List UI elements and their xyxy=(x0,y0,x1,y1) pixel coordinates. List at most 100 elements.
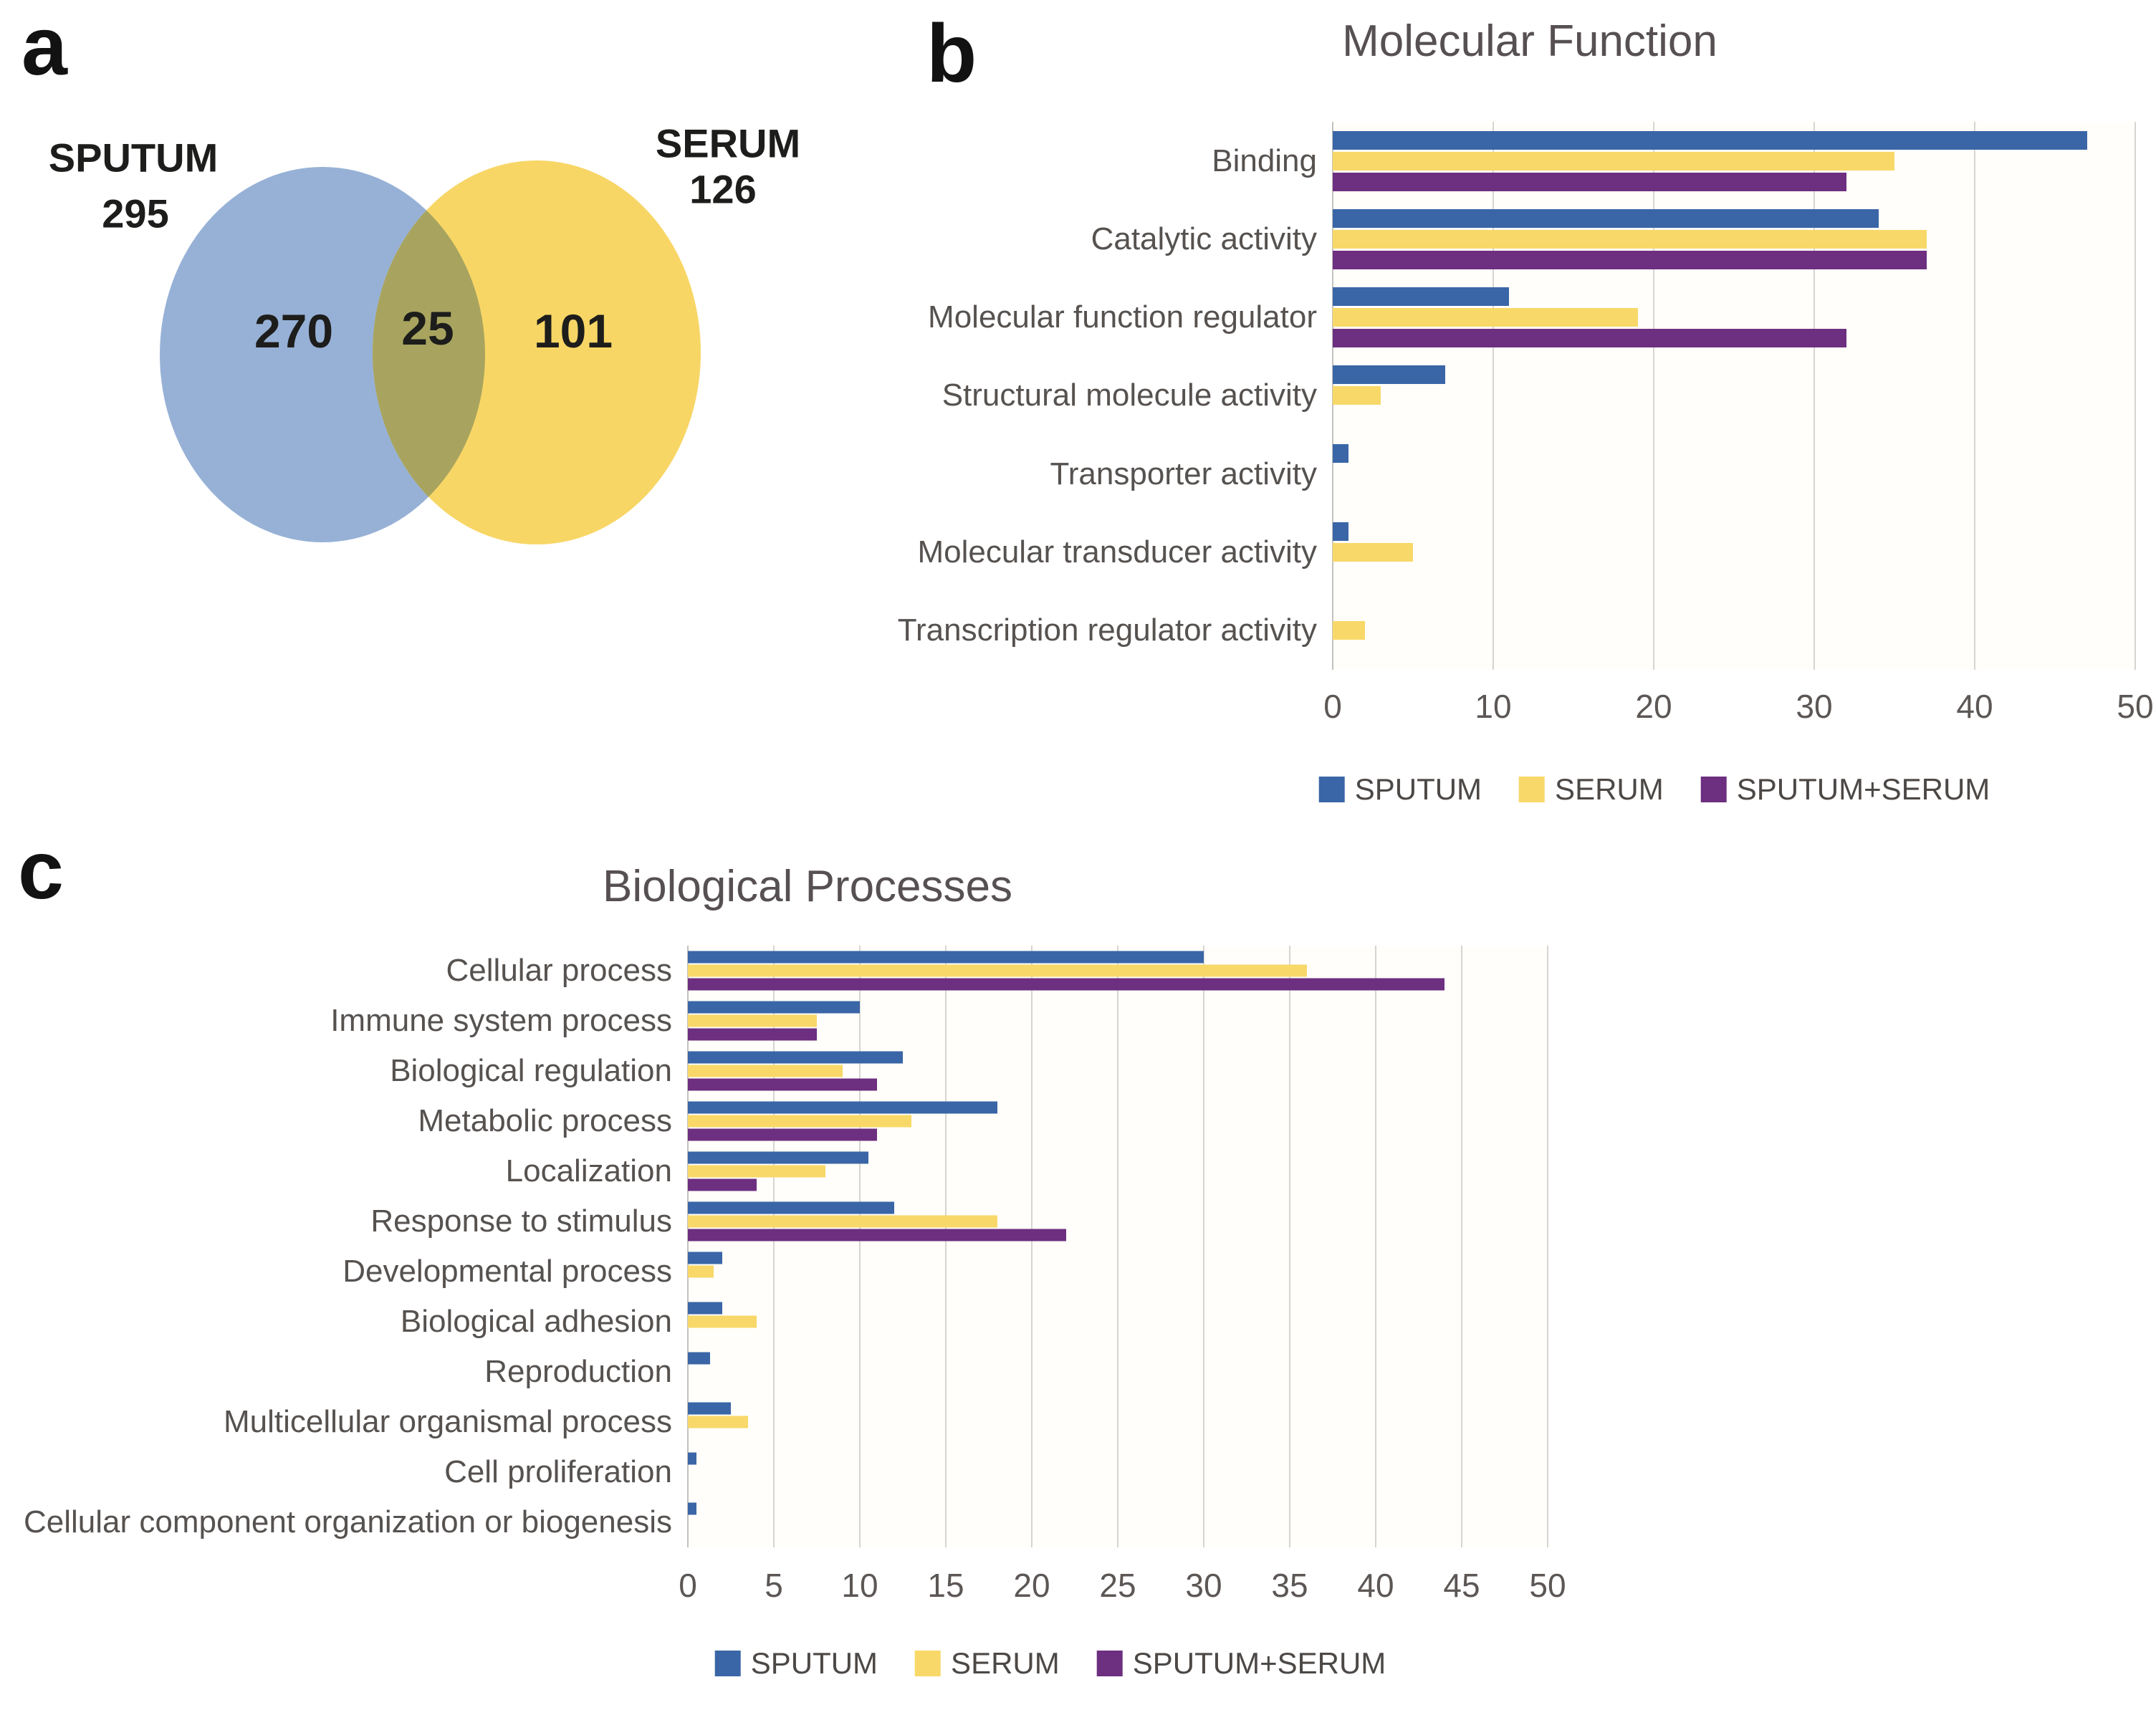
venn-right-set-label: SERUM xyxy=(655,120,801,166)
bar-group xyxy=(688,1101,1548,1141)
x-axis-tick-label: 50 xyxy=(1529,1567,1566,1604)
category-label: Molecular function regulator xyxy=(928,299,1317,335)
bar xyxy=(1333,365,1445,385)
category-label: Catalytic activity xyxy=(1091,221,1317,256)
venn-ellipses-graphic xyxy=(160,160,701,544)
legend-label: SPUTUM+SERUM xyxy=(1132,1646,1386,1680)
x-axis-tick-label: 10 xyxy=(841,1567,878,1604)
chart-row: Biological adhesion xyxy=(401,1297,1548,1347)
category-label: Biological adhesion xyxy=(400,1304,672,1339)
x-axis-tick-label: 40 xyxy=(1956,688,1993,725)
bar-group xyxy=(688,1302,1548,1342)
bar xyxy=(1333,386,1381,405)
bar xyxy=(1333,443,1349,463)
bar-group xyxy=(688,1402,1548,1442)
bar xyxy=(688,1252,722,1264)
bar xyxy=(688,1014,817,1027)
category-label: Biological regulation xyxy=(390,1053,672,1088)
x-axis-tick-label: 15 xyxy=(927,1567,964,1604)
bar xyxy=(1333,151,1894,170)
bar xyxy=(688,1502,696,1515)
bar xyxy=(688,1078,877,1091)
bar xyxy=(688,1201,894,1214)
bar xyxy=(688,1101,997,1114)
bar xyxy=(1333,130,2087,150)
category-label: Reproduction xyxy=(484,1354,672,1389)
gridline xyxy=(945,946,947,1547)
x-axis-tick-label: 35 xyxy=(1271,1567,1308,1604)
bar-group xyxy=(688,1452,1548,1492)
bar xyxy=(1333,287,1510,307)
legend-swatch xyxy=(1700,777,1727,802)
chart-title: Biological Processes xyxy=(602,862,1013,911)
gridline xyxy=(2135,122,2136,670)
legend-item: SPUTUM+SERUM xyxy=(1096,1646,1386,1681)
chart-row: Molecular transducer activity xyxy=(917,513,2135,591)
gridline xyxy=(1814,122,1815,670)
x-axis-tick-label: 30 xyxy=(1796,688,1833,725)
legend-label: SPUTUM xyxy=(1354,772,1482,806)
bar xyxy=(688,964,1307,977)
chart-row: Structural molecule activity xyxy=(942,357,2135,435)
gridline xyxy=(773,946,775,1547)
bar xyxy=(688,1229,1066,1241)
venn-left-only-count: 270 xyxy=(254,304,334,357)
chart-row: Biological regulation xyxy=(390,1046,1548,1096)
category-label: Response to stimulus xyxy=(370,1204,672,1239)
gridline xyxy=(1547,946,1548,1547)
x-axis-tick-label: 30 xyxy=(1185,1567,1222,1604)
x-axis-tick-label: 0 xyxy=(679,1567,697,1604)
gridline xyxy=(859,946,861,1547)
bar xyxy=(688,1452,696,1465)
chart-row: Catalytic activity xyxy=(1091,200,2135,278)
chart-row: Cell proliferation xyxy=(444,1447,1548,1497)
panel-label-c: c xyxy=(18,825,64,916)
category-label: Structural molecule activity xyxy=(942,378,1317,413)
bar xyxy=(1333,621,1365,640)
bar xyxy=(688,1028,817,1041)
category-label: Cell proliferation xyxy=(444,1454,672,1489)
gridline xyxy=(1203,946,1204,1547)
category-label: Molecular transducer activity xyxy=(917,534,1317,570)
category-label: Transporter activity xyxy=(1050,456,1317,491)
chart-row: Cellular process xyxy=(446,946,1548,996)
x-axis-tick-label: 45 xyxy=(1443,1567,1480,1604)
bar-group xyxy=(688,1001,1548,1041)
bar xyxy=(688,1051,903,1064)
legend-swatch xyxy=(714,1651,741,1676)
gridline xyxy=(1375,946,1376,1547)
category-label: Cellular component organization or bioge… xyxy=(24,1504,672,1540)
bar-group xyxy=(688,1252,1548,1292)
bar xyxy=(1333,172,1846,191)
bar xyxy=(1333,250,1927,269)
x-axis-tick-label: 50 xyxy=(2117,688,2154,725)
legend-label: SPUTUM xyxy=(750,1646,878,1680)
chart-row: Transporter activity xyxy=(1050,435,2135,513)
bar xyxy=(688,1265,714,1278)
category-label: Immune system process xyxy=(330,1003,672,1038)
venn-intersection-count: 25 xyxy=(401,302,454,355)
bar-group xyxy=(688,1352,1548,1392)
category-label: Transcription regulator activity xyxy=(897,613,1317,648)
legend-swatch xyxy=(1519,777,1546,802)
bar xyxy=(688,978,1444,991)
bar-group xyxy=(1333,130,2135,191)
panel-label-a: a xyxy=(21,1,67,92)
bar xyxy=(1333,329,1846,348)
chart-title: Molecular Function xyxy=(1342,16,1717,66)
panel-label-b: b xyxy=(926,8,977,100)
chart-row: Cellular component organization or bioge… xyxy=(24,1497,1548,1547)
x-axis-tick-label: 25 xyxy=(1099,1567,1136,1604)
bar xyxy=(688,1416,748,1428)
legend-label: SPUTUM+SERUM xyxy=(1736,772,1990,806)
gridline xyxy=(1117,946,1118,1547)
legend: SPUTUM SERUM SPUTUM+SERUM xyxy=(714,1646,1386,1681)
x-axis-tick-label: 0 xyxy=(1323,688,1342,725)
legend-label: SERUM xyxy=(951,1646,1060,1680)
x-axis-tick-label: 40 xyxy=(1357,1567,1394,1604)
